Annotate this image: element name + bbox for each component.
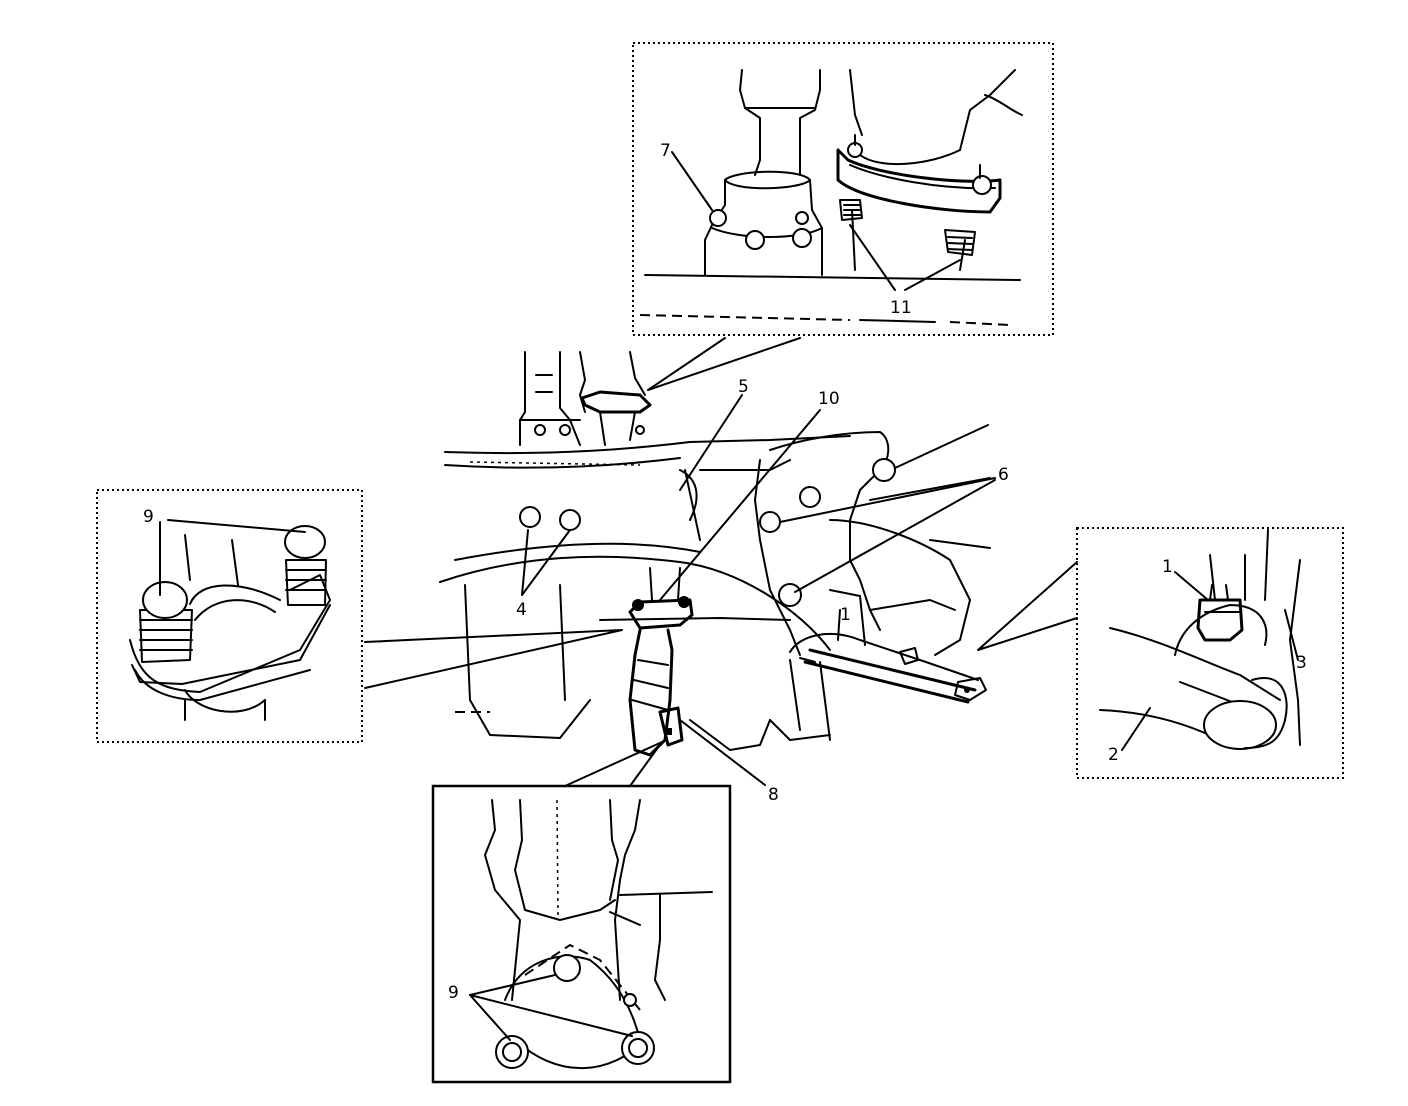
callout-9-left: 9 bbox=[143, 507, 154, 527]
callout-7: 7 bbox=[660, 141, 671, 161]
callout-2: 2 bbox=[1108, 745, 1119, 765]
callout-1-detail: 1 bbox=[1162, 557, 1173, 577]
callout-11: 11 bbox=[890, 298, 912, 318]
callout-10: 10 bbox=[818, 389, 840, 409]
detail-view-bottom bbox=[431, 741, 732, 1084]
callout-8: 8 bbox=[768, 785, 779, 805]
callout-1-main: 1 bbox=[840, 605, 851, 625]
callout-9-bottom: 9 bbox=[448, 983, 459, 1003]
callout-4: 4 bbox=[516, 600, 527, 620]
callout-labels: 7 11 5 10 6 4 1 8 9 9 1 3 2 bbox=[143, 141, 1307, 1003]
callout-6: 6 bbox=[998, 465, 1009, 485]
detail-view-left bbox=[96, 489, 623, 743]
callout-5: 5 bbox=[738, 377, 749, 397]
detail-view-top bbox=[632, 42, 1054, 391]
callout-3: 3 bbox=[1296, 653, 1307, 673]
main-assembly bbox=[439, 351, 991, 757]
detail-view-right bbox=[977, 527, 1344, 779]
callout-leaders bbox=[521, 394, 996, 786]
